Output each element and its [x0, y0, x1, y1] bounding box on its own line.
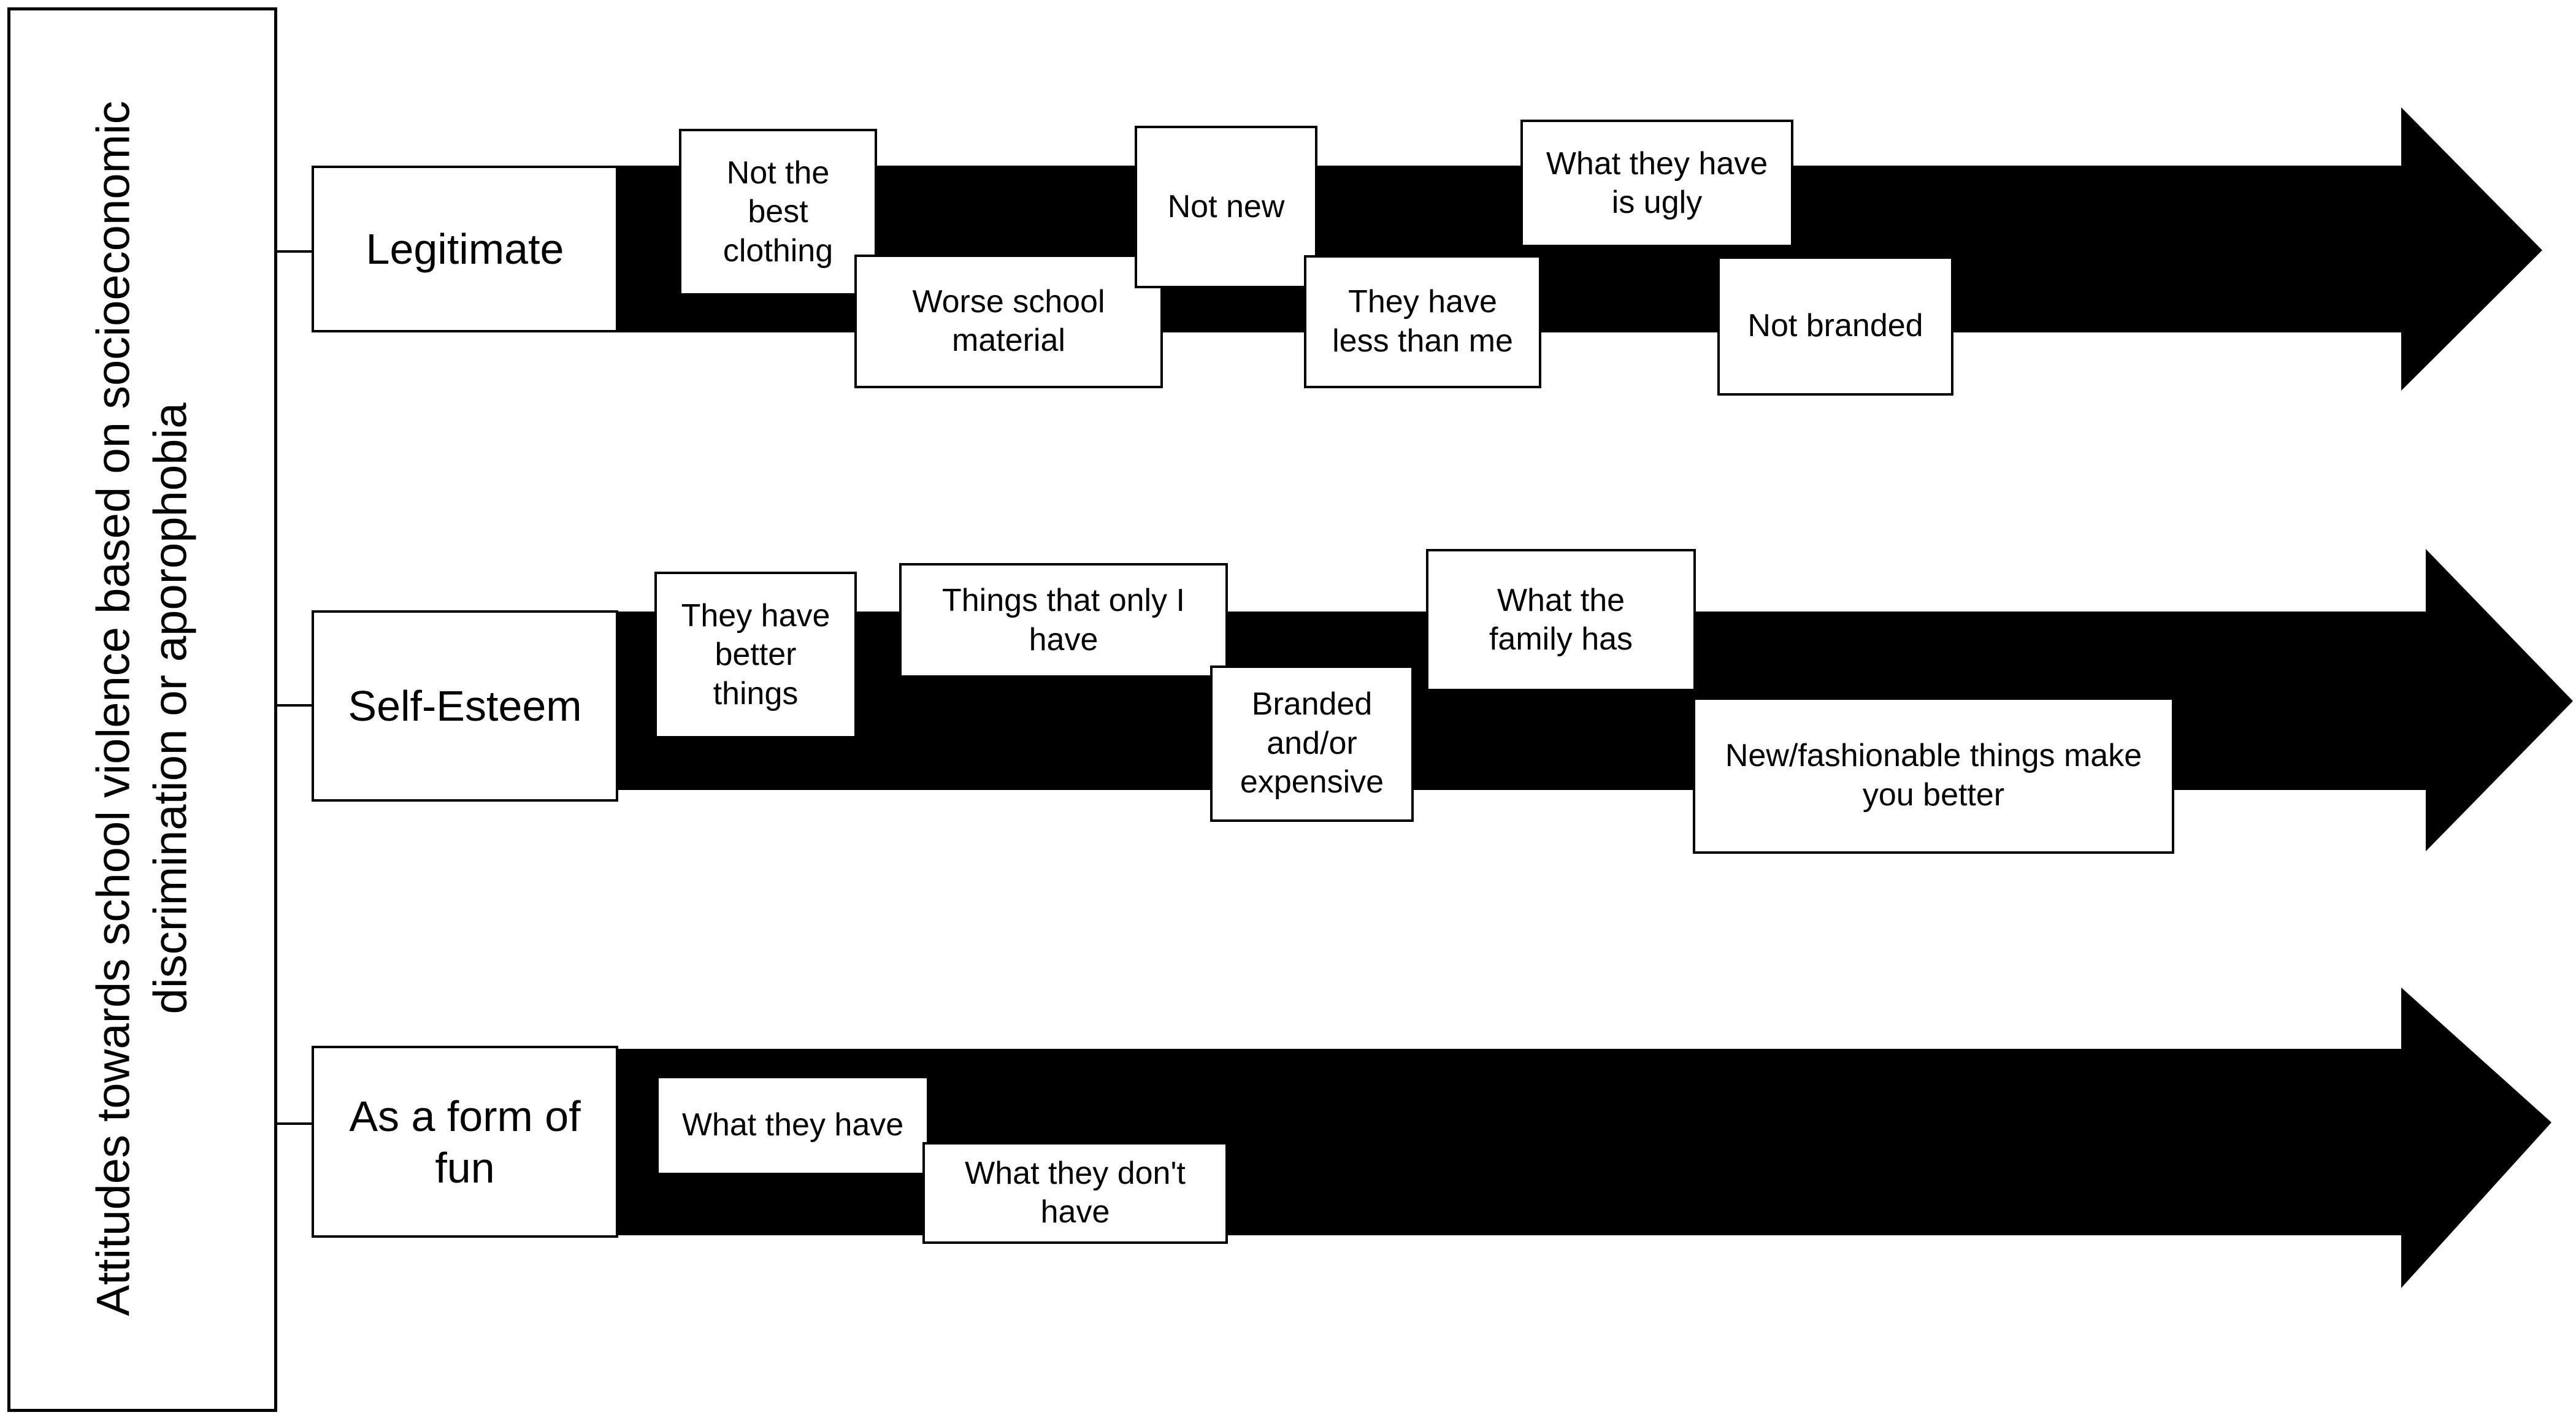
item-label: Not the best clothing [723, 155, 834, 269]
category-label: Self-Esteem [348, 682, 582, 730]
item-label: They have less than me [1332, 284, 1513, 359]
item-fashionable-better: New/fashionable things make you better [1693, 697, 2174, 854]
item-label: Not new [1167, 188, 1285, 224]
category-label: Legitimate [366, 225, 564, 273]
item-label: They have better things [681, 597, 830, 711]
item-label: New/fashionable things make you better [1725, 738, 2142, 813]
item-family-has: What the family has [1426, 549, 1696, 691]
item-less-than-me: They have less than me [1304, 255, 1541, 388]
category-self-esteem: Self-Esteem [312, 610, 618, 802]
item-worse-school-material: Worse school material [854, 255, 1163, 388]
item-label: What they have is ugly [1546, 145, 1768, 220]
item-only-i-have: Things that only I have [899, 563, 1228, 678]
item-ugly: What they have is ugly [1520, 120, 1793, 247]
item-not-new: Not new [1135, 126, 1317, 288]
category-label: As a form of fun [349, 1092, 581, 1192]
category-fun: As a form of fun [312, 1046, 618, 1238]
side-label: Attitudes towards school violence based … [87, 101, 196, 1316]
item-better-things: They have better things [654, 572, 857, 738]
item-not-best-clothing: Not the best clothing [679, 129, 877, 296]
item-not-branded: Not branded [1717, 256, 1953, 396]
item-label: Branded and/or expensive [1240, 686, 1384, 800]
item-label: Things that only I have [942, 583, 1185, 658]
item-label: What the family has [1489, 582, 1633, 657]
item-branded-expensive: Branded and/or expensive [1210, 665, 1414, 822]
item-label: Not branded [1747, 307, 1923, 343]
item-label: What they have [681, 1107, 904, 1143]
item-what-they-dont-have: What they don't have [922, 1142, 1228, 1244]
side-label-box [7, 7, 277, 1412]
category-legitimate: Legitimate [312, 166, 618, 332]
item-label: Worse school material [912, 283, 1105, 358]
item-what-they-have: What they have [656, 1076, 929, 1175]
item-label: What they don't have [965, 1155, 1186, 1230]
